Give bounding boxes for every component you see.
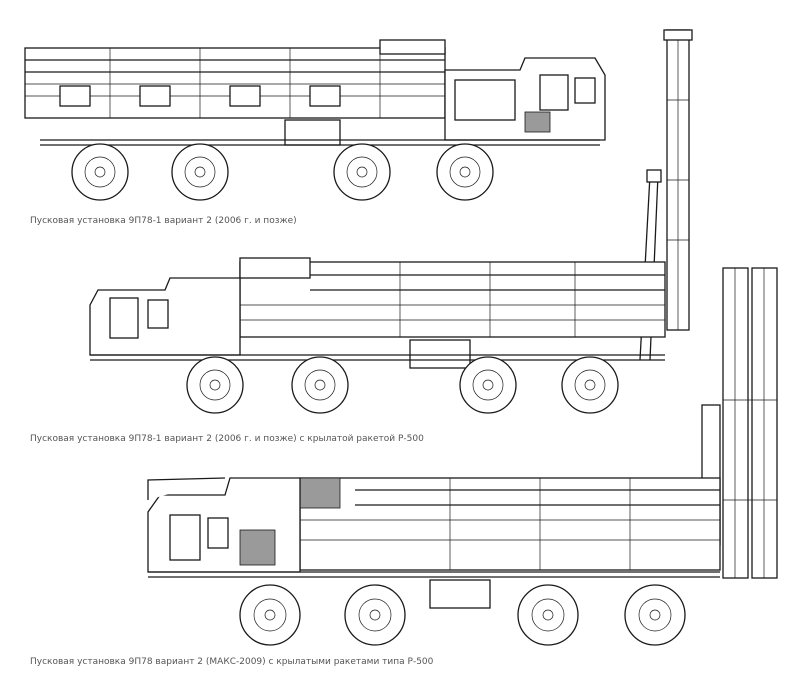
caption-drawing-3: Пусковая установка 9П78 вариант 2 (МАКС-… [30,657,434,667]
truck-cab-2 [89,277,241,356]
wheels-2 [186,356,619,414]
wheels-1 [71,143,494,201]
drawing-2-panel: Пусковая установка 9П78-1 вариант 2 (200… [30,169,666,444]
truck-body-1 [24,39,446,146]
drawing-1-panel: Пусковая установка 9П78-1 вариант 2 (200… [0,0,800,331]
truck-cab-1 [444,57,606,141]
launcher-drawing-1 [24,29,693,331]
truck-cab-3 [147,477,301,573]
wheels-3 [239,584,686,646]
caption-drawing-1: Пусковая установка 9П78-1 вариант 2 (200… [30,216,297,226]
truck-body-3 [299,477,721,609]
caption-drawing-2: Пусковая установка 9П78-1 вариант 2 (200… [30,434,424,444]
vertical-missile-1 [663,29,693,331]
twin-vertical-missiles-3 [722,267,778,579]
launcher-drawing-2 [89,169,666,414]
